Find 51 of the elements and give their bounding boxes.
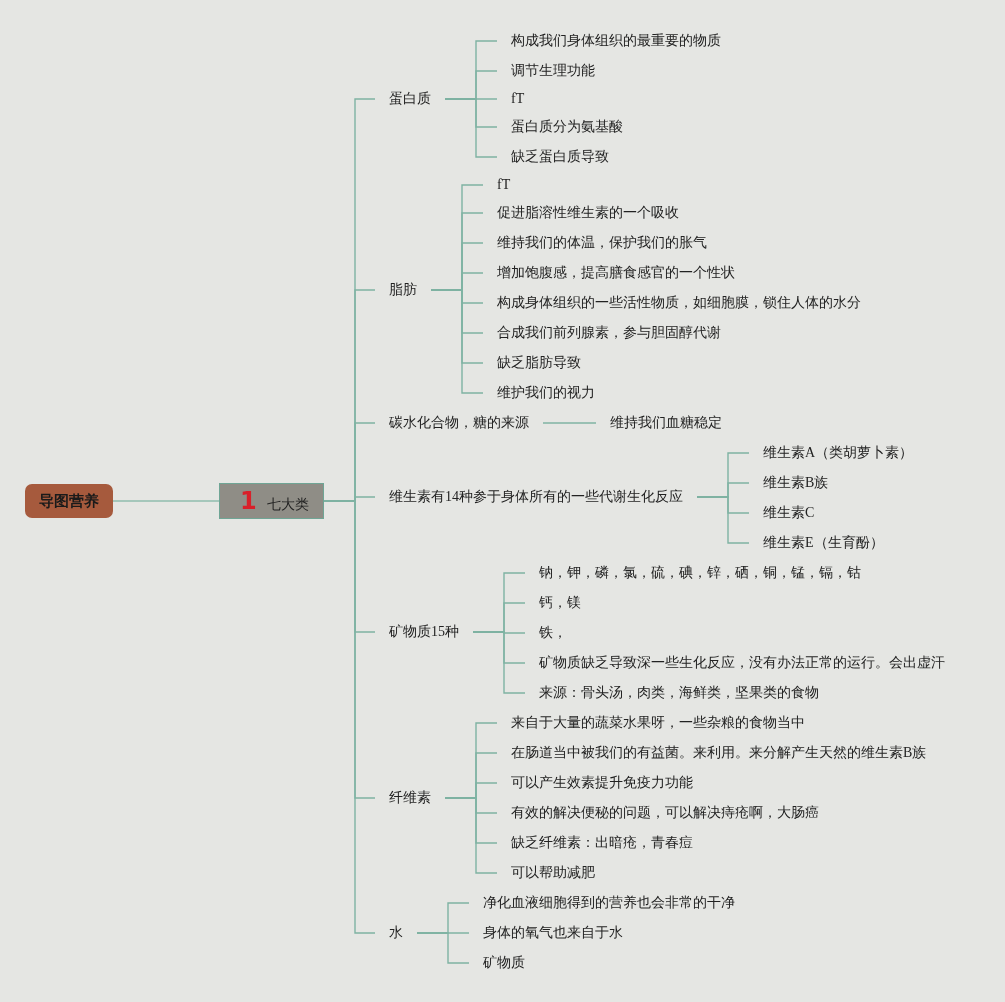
leaf-label: 来源：骨头汤，肉类，海鲜类，坚果类的食物 <box>525 682 819 704</box>
branch-label: 水 <box>375 922 417 944</box>
leaf-label: 增加饱腹感，提高膳食感官的一个性状 <box>483 262 735 284</box>
leaf-label: 维生素A（类胡萝卜素） <box>749 442 914 464</box>
connector-line <box>696 496 750 544</box>
leaf-label: 缺乏脂肪导致 <box>483 352 581 374</box>
leaf-label: 调节生理功能 <box>497 60 595 82</box>
branch-label: 碳水化合物，糖的来源 <box>375 412 543 434</box>
leaf-label: 净化血液细胞得到的营养也会非常的干净 <box>469 892 735 914</box>
connector-line <box>112 500 220 502</box>
leaf-label: 有效的解决便秘的问题，可以解决痔疮啊，大肠癌 <box>497 802 819 824</box>
leaf-label: 在肠道当中被我们的有益菌。来利用。来分解产生天然的维生素B族 <box>497 742 927 764</box>
leaf-label: 缺乏蛋白质导致 <box>497 146 609 168</box>
branch-label: 矿物质15种 <box>375 621 473 643</box>
connector-line <box>542 422 597 424</box>
leaf-label: 可以产生效素提升免疫力功能 <box>497 772 693 794</box>
branch-label: 脂肪 <box>375 279 431 301</box>
leaf-label: 矿物质 <box>469 952 525 974</box>
root-topic-box: 导图营养 <box>25 484 113 518</box>
leaf-label: 构成我们身体组织的最重要的物质 <box>497 30 721 52</box>
leaf-label: 钙，镁 <box>525 592 581 614</box>
leaf-label: 身体的氧气也来自于水 <box>469 922 623 944</box>
leaf-label: 维生素E（生育酚） <box>749 532 884 554</box>
leaf-label: 维护我们的视力 <box>483 382 595 404</box>
leaf-label: 合成我们前列腺素，参与胆固醇代谢 <box>483 322 721 344</box>
leaf-label: 铁， <box>525 622 567 644</box>
connector-line <box>472 631 526 694</box>
connector-line <box>444 98 498 158</box>
priority-number: 1 <box>240 487 257 515</box>
leaf-label: 构成身体组织的一些活性物质，如细胞膜，锁住人体的水分 <box>483 292 861 314</box>
leaf-label: 维生素C <box>749 502 815 524</box>
topic-text: 七大类 <box>266 496 309 512</box>
branch-label: 蛋白质 <box>375 88 445 110</box>
leaf-label: 缺乏纤维素：出暗疮，青春痘 <box>497 832 693 854</box>
topic-box <box>219 483 324 519</box>
connector-line <box>416 932 470 964</box>
leaf-label: 促进脂溶性维生素的一个吸收 <box>483 202 679 224</box>
branch-label: 纤维素 <box>375 787 445 809</box>
leaf-label: 维持我们的体温，保护我们的胀气 <box>483 232 707 254</box>
connector-line <box>430 289 484 394</box>
branch-label: 维生素有14种参于身体所有的一些代谢生化反应 <box>375 486 697 508</box>
leaf-label: 来自于大量的蔬菜水果呀，一些杂粮的食物当中 <box>497 712 805 734</box>
leaf-label: 可以帮助减肥 <box>497 862 595 884</box>
leaf-label: fT <box>483 174 511 196</box>
leaf-label: 蛋白质分为氨基酸 <box>497 116 623 138</box>
leaf-label: 钠，钾，磷，氯，硫，碘，锌，硒，铜，锰，镉，钴 <box>525 562 861 584</box>
leaf-label: 维持我们血糖稳定 <box>596 412 722 434</box>
leaf-label: fT <box>497 88 525 110</box>
connector-line <box>444 797 498 874</box>
leaf-label: 矿物质缺乏导致深一些生化反应，没有办法正常的运行。会出虚汗 <box>525 652 945 674</box>
leaf-label: 维生素B族 <box>749 472 829 494</box>
